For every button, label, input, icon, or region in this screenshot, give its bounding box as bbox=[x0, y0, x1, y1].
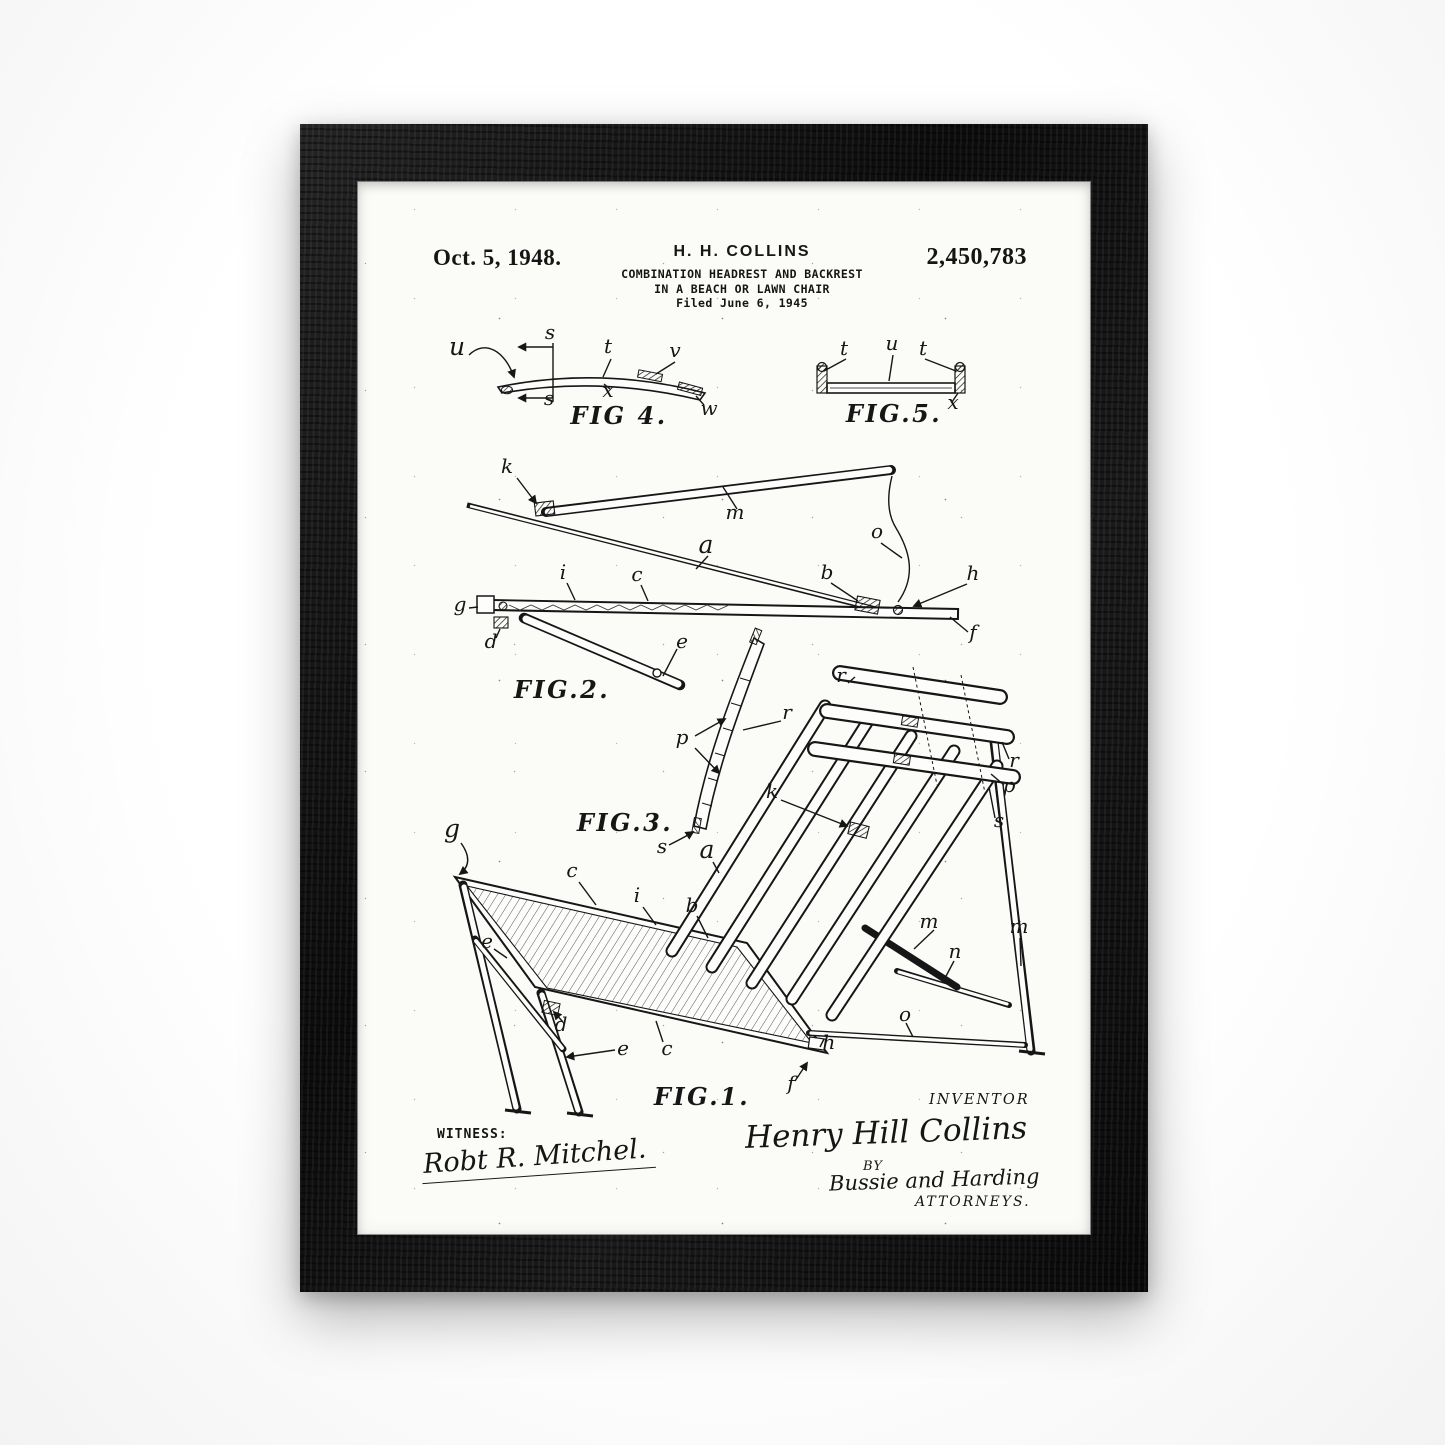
fig1-label-e: e bbox=[481, 929, 493, 953]
by-label: BY bbox=[863, 1159, 883, 1174]
fig2-label-d: d bbox=[485, 629, 498, 653]
fig3-label-p: p bbox=[676, 725, 689, 749]
fig1-label-d: d bbox=[555, 1012, 568, 1036]
attorneys-label: ATTORNEYS. bbox=[915, 1194, 1031, 1210]
fig1-label-s: s bbox=[994, 808, 1004, 832]
fig4-label-x: x bbox=[602, 378, 613, 402]
fig2-folding-frame-side-view bbox=[466, 465, 969, 691]
fig2-label-h: h bbox=[967, 561, 980, 585]
fig4-label-s: s bbox=[544, 386, 554, 410]
fig5-label-t: t bbox=[840, 336, 849, 360]
fig1-label-e: e bbox=[617, 1036, 629, 1060]
fig5-channel-section bbox=[816, 354, 966, 403]
fig2-label-e: e bbox=[676, 629, 688, 653]
fig2-label-b: b bbox=[821, 560, 834, 584]
fig2-label-c: c bbox=[631, 562, 642, 586]
patent-title-line1: COMBINATION HEADREST AND BACKREST bbox=[621, 267, 863, 281]
fig1-label-k: k bbox=[766, 779, 778, 803]
fig2-label-o: o bbox=[871, 519, 883, 543]
fig3-label-r: r bbox=[782, 700, 793, 724]
fig1-label-a: a bbox=[700, 835, 715, 864]
fig1-label-i: i bbox=[634, 883, 640, 907]
fig1-label-c: c bbox=[566, 858, 577, 882]
fig3-label-s: s bbox=[657, 834, 667, 858]
fig2-label-g: g bbox=[454, 592, 467, 616]
fig3-caption: FIG.3. bbox=[576, 808, 673, 837]
fig1-label-h: h bbox=[823, 1030, 836, 1054]
fig2-label-i: i bbox=[560, 560, 566, 584]
fig2-label-k: k bbox=[501, 454, 513, 478]
fig1-beach-chair-perspective bbox=[452, 665, 1046, 1118]
fig1-caption: FIG.1. bbox=[653, 1082, 750, 1111]
fig1-label-r: r bbox=[1009, 748, 1020, 772]
fig2-label-m: m bbox=[726, 500, 745, 524]
fig1-label-b: b bbox=[686, 893, 699, 917]
fig2-caption: FIG.2. bbox=[513, 675, 610, 704]
fig1-label-n: n bbox=[949, 939, 962, 963]
fig3-curved-slat bbox=[668, 627, 782, 846]
fig1-label-o: o bbox=[899, 1002, 911, 1026]
patent-number: 2,450,783 bbox=[926, 244, 1027, 270]
fig4-caption: FIG 4. bbox=[569, 401, 667, 430]
fig1-label-p: p bbox=[1003, 773, 1016, 797]
fig5-label-x: x bbox=[947, 390, 958, 414]
fig5-label-u: u bbox=[886, 331, 899, 355]
inventor-label: INVENTOR bbox=[929, 1092, 1030, 1108]
patent-filed-line: Filed June 6, 1945 bbox=[676, 296, 808, 310]
fig4-slat-edge-view bbox=[468, 342, 707, 406]
picture-frame: Oct. 5, 1948. H. H. COLLINS COMBINATION … bbox=[300, 124, 1148, 1292]
fig1-label-g: g bbox=[444, 814, 460, 843]
fig2-label-f: f bbox=[967, 620, 980, 644]
patent-inventor-name: H. H. COLLINS bbox=[673, 243, 811, 260]
fig5-label-t: t bbox=[919, 336, 928, 360]
fig1-label-f: f bbox=[785, 1071, 798, 1095]
fig1-label-r: r bbox=[836, 663, 847, 687]
fig5-caption: FIG.5. bbox=[845, 399, 942, 428]
fig2-label-a: a bbox=[699, 530, 714, 559]
witness-label: WITNESS: bbox=[437, 1127, 508, 1142]
patent-date: Oct. 5, 1948. bbox=[433, 245, 562, 270]
print-paper: Oct. 5, 1948. H. H. COLLINS COMBINATION … bbox=[357, 181, 1091, 1235]
fig4-label-v: v bbox=[669, 338, 681, 362]
patent-title-line2: IN A BEACH OR LAWN CHAIR bbox=[654, 281, 830, 296]
patent-header: Oct. 5, 1948. H. H. COLLINS COMBINATION … bbox=[357, 243, 1091, 323]
fig4-label-s: s bbox=[545, 320, 555, 344]
fig1-label-m: m bbox=[1010, 914, 1029, 938]
patent-title-block: H. H. COLLINS COMBINATION HEADREST AND B… bbox=[621, 243, 863, 311]
fig4-label-u: u bbox=[449, 332, 465, 361]
fig1-label-m: m bbox=[920, 909, 939, 933]
fig1-label-c: c bbox=[661, 1036, 672, 1060]
fig4-label-w: w bbox=[700, 396, 717, 420]
fig4-label-t: t bbox=[604, 334, 613, 358]
